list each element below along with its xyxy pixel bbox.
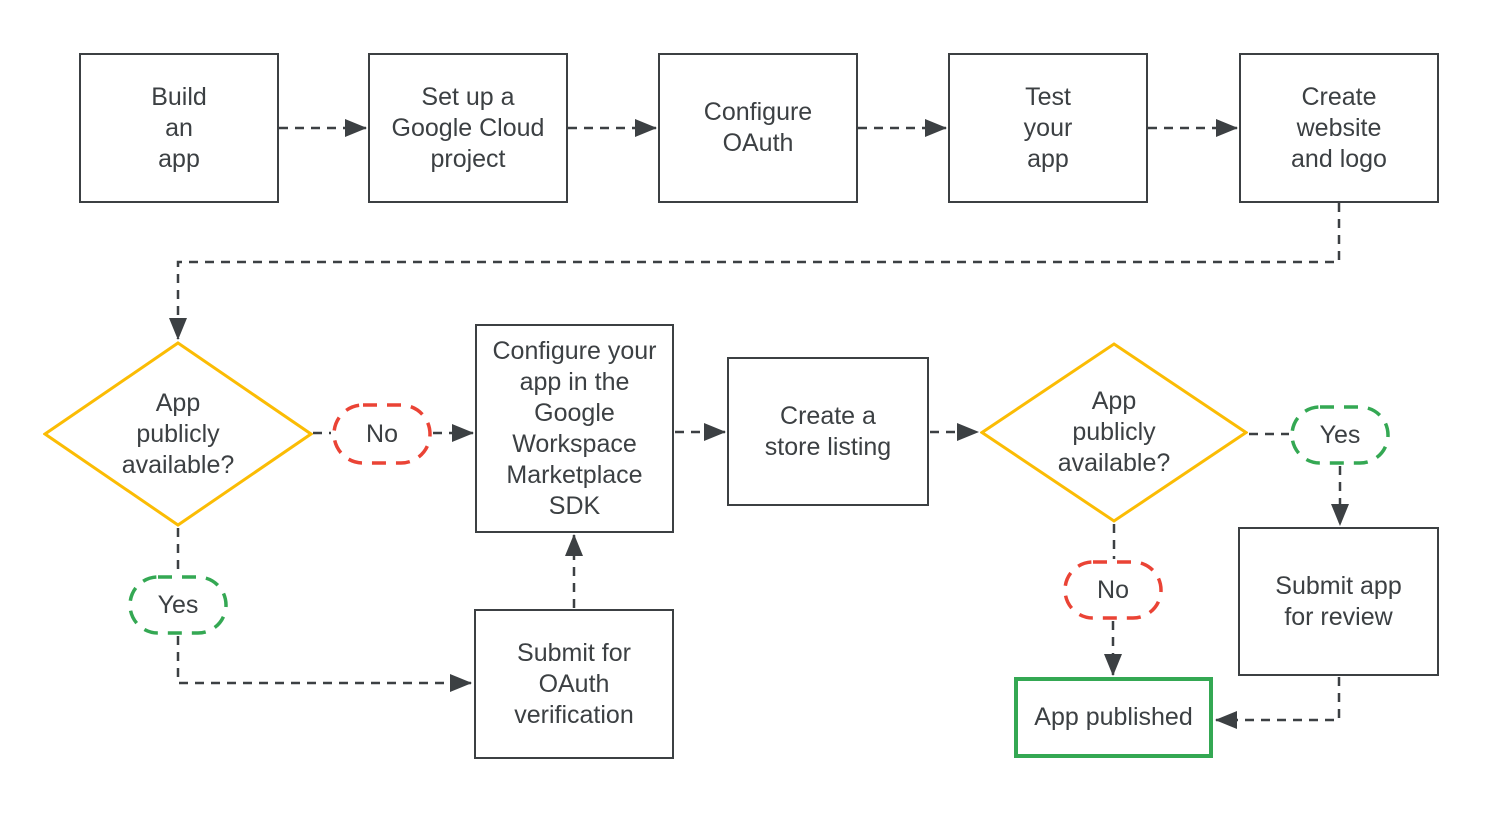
terminal-app-published-label: App published <box>1034 703 1193 731</box>
branch-no-2-outline <box>1063 560 1163 620</box>
process-submit-app-for-review: Submit app for review <box>1238 527 1439 676</box>
branch-no-2-label: No <box>1097 575 1129 604</box>
branch-yes-2-outline <box>1290 405 1390 465</box>
process-configure-marketplace-sdk-label: Configure your app in the Google Workspa… <box>492 336 657 520</box>
process-configure-marketplace-sdk: Configure your app in the Google Workspa… <box>475 324 674 533</box>
branch-no-1: No <box>332 403 432 465</box>
branch-yes-2-label: Yes <box>1319 420 1361 449</box>
branch-no-1-outline <box>332 403 432 465</box>
branch-yes-1: Yes <box>128 575 228 635</box>
process-test-your-app-label: Test your app <box>1023 82 1073 173</box>
process-submit-app-for-review-label: Submit app for review <box>1275 571 1402 631</box>
decision-app-publicly-available-1: App publicly available? <box>43 341 313 527</box>
connector-website-to-decision1 <box>169 203 1341 340</box>
decision-diamond-shape-1 <box>43 341 313 527</box>
branch-yes-1-label: Yes <box>157 590 199 619</box>
process-build-an-app-label: Build an app <box>151 82 207 173</box>
branch-yes-1-outline <box>128 575 228 635</box>
process-configure-oauth-label: Configure OAuth <box>703 98 813 157</box>
process-submit-oauth-verification: Submit for OAuth verification <box>474 609 674 759</box>
process-create-website-and-logo: Create website and logo <box>1239 53 1439 203</box>
connector-yes1-to-oauth-verification <box>176 636 472 692</box>
decision-app-publicly-available-1-label: App publicly available? <box>121 388 235 479</box>
process-create-website-and-logo-label: Create website and logo <box>1291 82 1387 173</box>
process-setup-google-cloud-project: Set up a Google Cloud project <box>368 53 568 203</box>
process-test-your-app: Test your app <box>948 53 1148 203</box>
process-configure-oauth: Configure OAuth <box>658 53 858 203</box>
process-setup-google-cloud-project-label: Set up a Google Cloud project <box>391 82 545 173</box>
process-create-store-listing: Create a store listing <box>727 357 929 506</box>
process-build-an-app: Build an app <box>79 53 279 203</box>
decision-app-publicly-available-2: App publicly available? <box>980 342 1248 523</box>
decision-app-publicly-available-2-label: App publicly available? <box>1057 387 1171 477</box>
branch-no-1-label: No <box>366 419 398 448</box>
process-submit-oauth-verification-label: Submit for OAuth verification <box>514 638 634 729</box>
branch-no-2: No <box>1063 560 1163 620</box>
branch-yes-2: Yes <box>1290 405 1390 465</box>
process-create-store-listing-label: Create a store listing <box>764 401 892 461</box>
terminal-app-published: App published <box>1014 677 1213 758</box>
decision-diamond-shape-2 <box>980 342 1248 523</box>
connector-review-to-published <box>1215 677 1341 729</box>
